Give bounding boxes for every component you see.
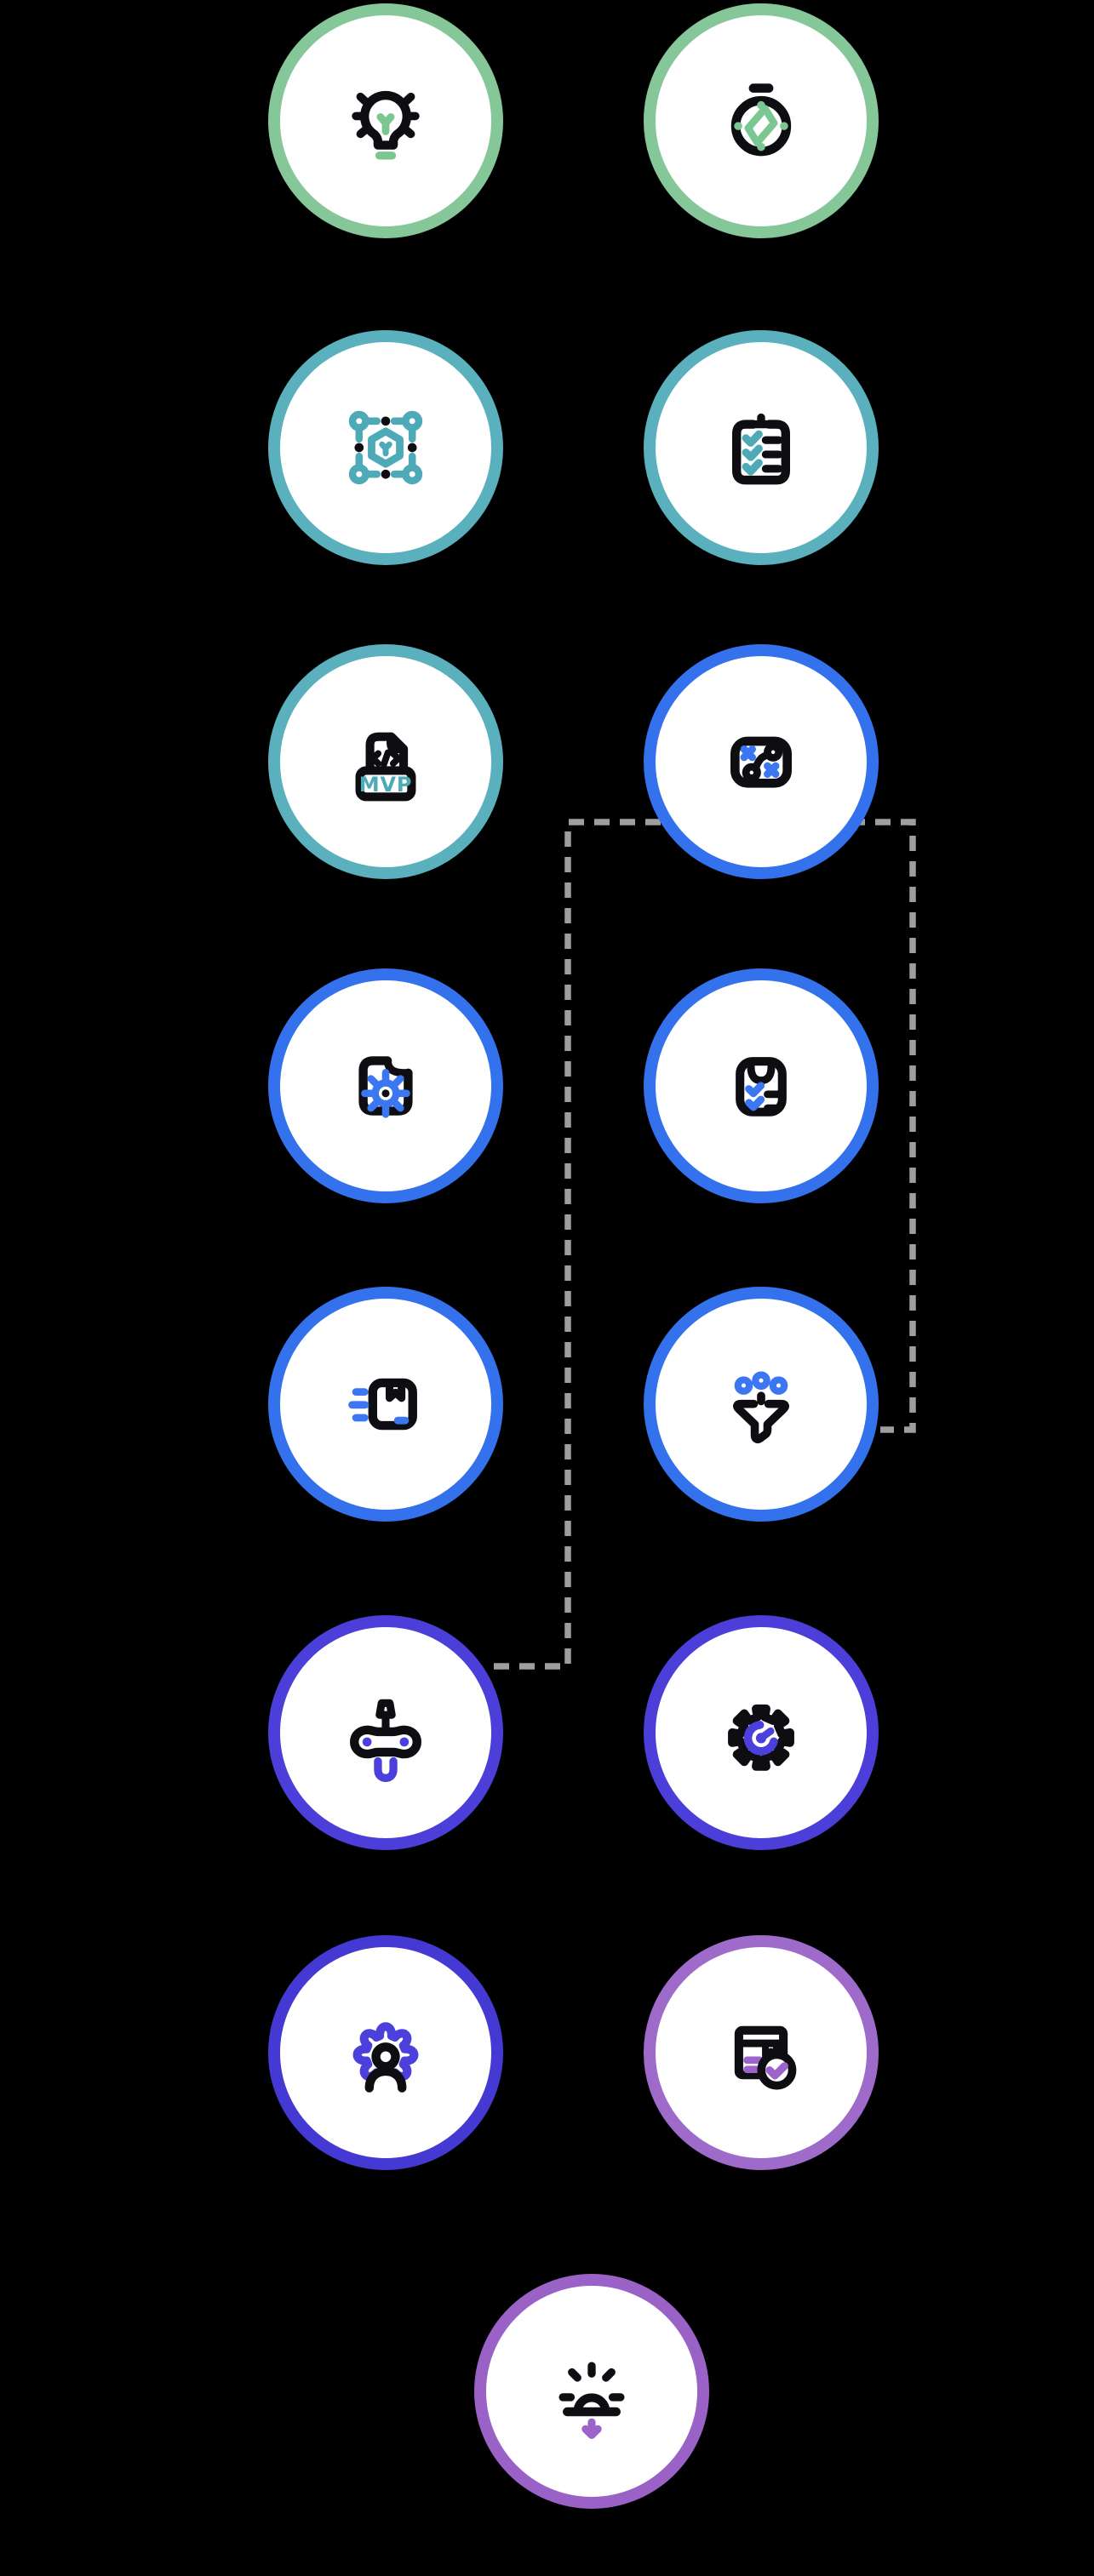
compass-icon bbox=[730, 83, 792, 157]
node-ship-circle bbox=[268, 1287, 503, 1522]
node-structure-circle bbox=[268, 330, 503, 565]
node-build-circle bbox=[268, 968, 503, 1203]
package-check-icon bbox=[734, 2025, 797, 2090]
node-tooling-circle bbox=[268, 1615, 503, 1850]
sunset-arrow-icon bbox=[558, 2362, 625, 2439]
user-gear-icon bbox=[352, 2022, 419, 2093]
strategy-board-icon bbox=[730, 736, 792, 788]
funnel-icon bbox=[733, 1371, 789, 1443]
node-checklist-circle bbox=[644, 330, 879, 565]
lightbulb-idea-icon bbox=[352, 90, 420, 160]
shipping-box-icon bbox=[348, 1378, 417, 1431]
gear-file-icon bbox=[358, 1056, 413, 1118]
dashed-connector-path bbox=[494, 819, 916, 1670]
node-tasks-circle bbox=[644, 968, 879, 1203]
gear-gauge-icon bbox=[728, 1704, 794, 1771]
tool-link-icon bbox=[350, 1699, 421, 1782]
node-idea-circle bbox=[268, 3, 503, 238]
node-direction-circle bbox=[644, 3, 879, 238]
node-user-ops-circle bbox=[268, 1935, 503, 2170]
node-filter-circle bbox=[644, 1287, 879, 1522]
node-strategy-circle bbox=[644, 644, 879, 879]
mvp-file-icon: MVP bbox=[355, 732, 416, 802]
clipboard-checklist-icon bbox=[732, 413, 790, 485]
task-clipboard-icon bbox=[736, 1057, 787, 1117]
node-handoff-circle bbox=[474, 2274, 709, 2509]
hexagon-selection-icon bbox=[348, 410, 423, 485]
node-delivery-circle bbox=[644, 1935, 879, 2170]
node-optimize-circle bbox=[644, 1615, 879, 1850]
mvp-label: MVP bbox=[359, 773, 412, 797]
node-mvp-circle: MVP bbox=[268, 644, 503, 879]
